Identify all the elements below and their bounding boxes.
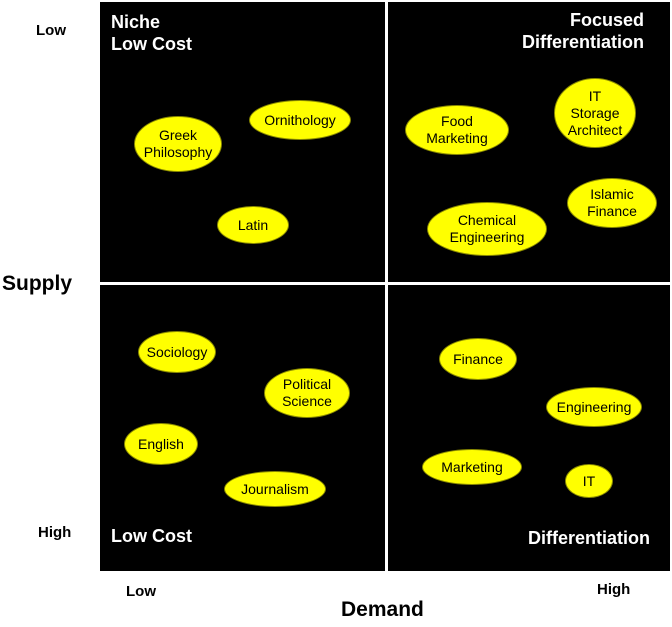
bubble-marketing: Marketing [422, 449, 522, 485]
quadrant-label-differentiation: Differentiation [527, 528, 650, 548]
horizontal-divider [100, 282, 670, 285]
bubble-finance: Finance [439, 338, 517, 380]
strategy-matrix: Niche Low Cost Focused Differentiation L… [100, 2, 670, 571]
bubble-ornithology: Ornithology [249, 100, 351, 140]
bubble-islamic-finance: Islamic Finance [567, 178, 657, 228]
bubble-it-storage-architect: IT Storage Architect [554, 78, 636, 148]
demand-axis-title: Demand [341, 598, 424, 621]
supply-low-label: Low [36, 22, 66, 39]
bubble-food-marketing: Food Marketing [405, 105, 509, 155]
bubble-greek-philosophy: Greek Philosophy [134, 116, 222, 172]
quadrant-label-focused-differentiation: Focused Differentiation [521, 10, 644, 52]
bubble-latin: Latin [217, 206, 289, 244]
quadrant-label-low-cost: Low Cost [111, 526, 192, 546]
demand-low-label: Low [126, 583, 156, 600]
quadrant-label-niche-low-cost: Niche Low Cost [111, 12, 192, 54]
supply-high-label: High [38, 524, 72, 541]
bubble-sociology: Sociology [138, 331, 216, 373]
bubble-chemical-engineering: Chemical Engineering [427, 202, 547, 256]
bubble-engineering: Engineering [546, 387, 642, 427]
bubble-it: IT [565, 464, 613, 498]
bubble-political-science: Political Science [264, 368, 350, 418]
bubble-journalism: Journalism [224, 471, 326, 507]
bubble-english: English [124, 423, 198, 465]
vertical-divider [385, 2, 388, 571]
supply-axis-title: Supply [2, 272, 73, 295]
demand-high-label: High [597, 581, 631, 598]
